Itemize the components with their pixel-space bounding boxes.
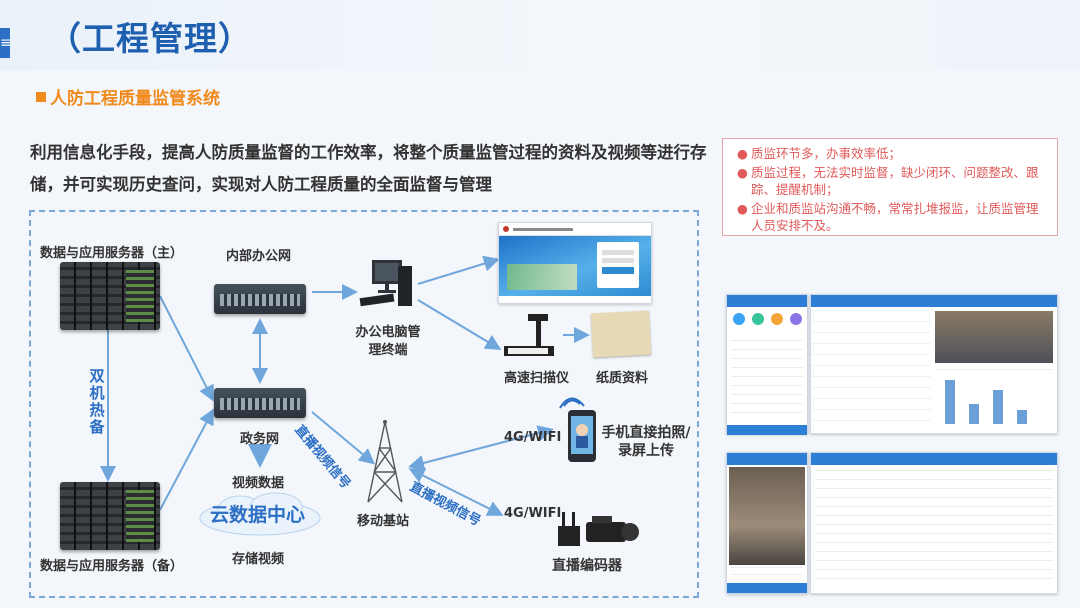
bullet-dot-icon: ● bbox=[737, 146, 748, 161]
issues-box: ●质监环节多，办事效率低； ●质监过程，无法实时监督，缺少闭环、问题整改、跟踪、… bbox=[722, 138, 1058, 236]
server-main-label: 数据与应用服务器（主） bbox=[40, 246, 184, 261]
gov-switch-icon bbox=[214, 388, 306, 418]
paper-document-icon bbox=[590, 310, 652, 358]
wifi-label-1: 4G/WIFI bbox=[504, 430, 562, 445]
mobile-app-screenshot-2 bbox=[726, 452, 808, 594]
issue-item: ●质监过程，无法实时监督，缺少闭环、问题整改、跟踪、提醒机制； bbox=[737, 164, 1047, 198]
issue-text: 质监过程，无法实时监督，缺少闭环、问题整改、跟踪、提醒机制； bbox=[751, 165, 1039, 197]
dashboard-screenshot bbox=[810, 294, 1058, 434]
header-band bbox=[0, 0, 1080, 70]
intranet-switch-icon bbox=[214, 284, 306, 314]
mobile-app-screenshot-1 bbox=[726, 294, 808, 435]
issue-text: 质监环节多，办事效率低； bbox=[751, 146, 902, 161]
base-station-label: 移动基站 bbox=[357, 514, 410, 529]
office-terminal-label: 办公电脑管理终端 bbox=[355, 325, 421, 358]
issue-item: ●质监环节多，办事效率低； bbox=[737, 145, 1047, 162]
issue-item: ●企业和质监站沟通不畅，常常扎堆报监，让质监管理人员安排不及。 bbox=[737, 200, 1047, 234]
table-screenshot bbox=[810, 452, 1058, 594]
bullet-square-icon bbox=[36, 91, 46, 102]
dual-hot-label: 双机热备 bbox=[89, 367, 105, 436]
phone-upload-icon bbox=[559, 397, 596, 462]
login-screenshot bbox=[498, 222, 652, 304]
scanner-icon bbox=[504, 314, 554, 356]
video-data-label: 视频数据 bbox=[232, 476, 285, 491]
scanner-label: 高速扫描仪 bbox=[504, 371, 570, 386]
phone-upload-label: 手机直接拍照/录屏上传 bbox=[601, 425, 691, 459]
encoder-camera-icon bbox=[558, 512, 639, 546]
cell-tower-icon bbox=[367, 420, 403, 503]
diagram-frame bbox=[29, 210, 699, 598]
bullet-dot-icon: ● bbox=[737, 165, 748, 180]
server-backup-label: 数据与应用服务器（备） bbox=[40, 559, 184, 574]
cloud-label: 云数据中心 bbox=[210, 504, 306, 526]
desktop-pc-icon bbox=[359, 260, 412, 307]
page-title: （工程管理） bbox=[48, 19, 252, 58]
wifi-label-2: 4G/WIFI bbox=[504, 506, 562, 521]
encoder-label: 直播编码器 bbox=[552, 558, 622, 574]
issue-text: 企业和质监站沟通不畅，常常扎堆报监，让质监管理人员安排不及。 bbox=[751, 201, 1039, 233]
section-title: 人防工程质量监管系统 bbox=[50, 89, 220, 109]
storage-video-label: 存储视频 bbox=[232, 552, 285, 567]
menu-icon[interactable]: ≡ bbox=[0, 28, 12, 58]
gov-net-label: 政务网 bbox=[240, 432, 280, 447]
server-main-icon bbox=[60, 262, 160, 330]
cloud-icon bbox=[199, 492, 321, 536]
server-backup-icon bbox=[60, 482, 160, 550]
section-heading: 人防工程质量监管系统 bbox=[36, 84, 220, 109]
bullet-dot-icon: ● bbox=[737, 201, 748, 216]
intro-text: 利用信息化手段，提高人防质量监督的工作效率，将整个质量监管过程的资料及视频等进行… bbox=[30, 143, 707, 194]
paper-label: 纸质资料 bbox=[596, 371, 649, 386]
intranet-label: 内部办公网 bbox=[226, 249, 292, 264]
